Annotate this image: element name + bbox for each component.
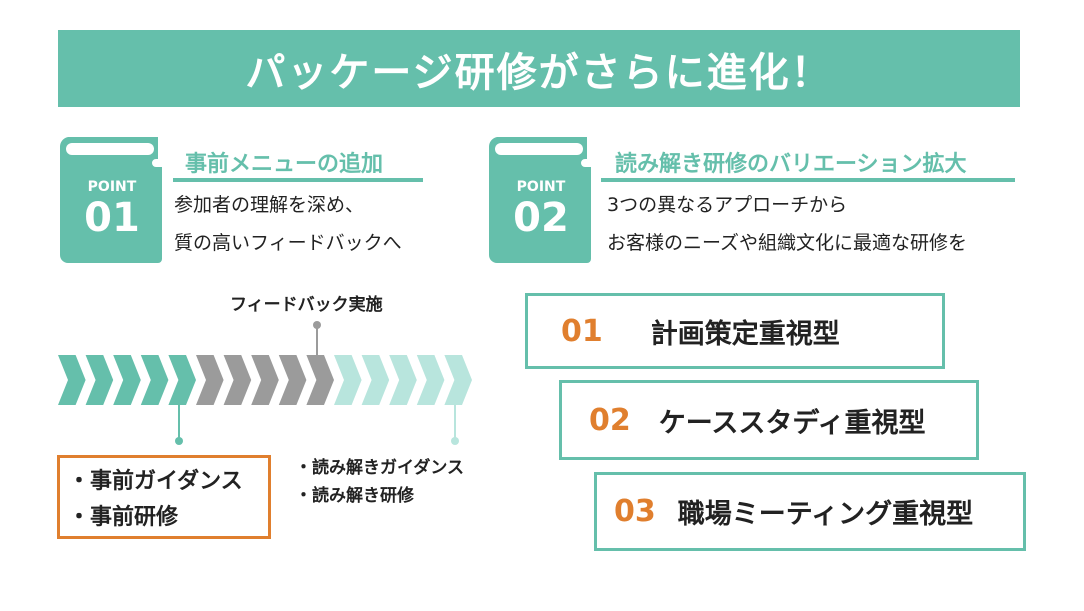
point-badge: POINT bbox=[87, 179, 137, 195]
pre-items-box: ・事前ガイダンス ・事前研修 bbox=[57, 455, 271, 539]
point-description: 3つの異なるアプローチから お客様のニーズや組織文化に最適な研修を bbox=[607, 186, 967, 262]
point-description: 参加者の理解を深め、 質の高いフィードバックへ bbox=[174, 186, 402, 262]
point-heading: 事前メニューの追加 bbox=[185, 152, 384, 177]
post-item: ・読み解き研修 bbox=[295, 486, 414, 506]
chevron-step bbox=[58, 355, 86, 405]
variation-card: 03 職場ミーティング重視型 bbox=[594, 472, 1026, 551]
chevron-step bbox=[389, 355, 417, 405]
chevron-timeline bbox=[58, 355, 472, 405]
marker-line bbox=[454, 404, 456, 440]
variation-card: 02 ケーススタディ重視型 bbox=[559, 380, 979, 460]
point-number: 02 bbox=[513, 195, 569, 241]
chevron-step bbox=[85, 355, 114, 405]
chevron-step bbox=[444, 355, 472, 405]
description-line: 参加者の理解を深め、 bbox=[174, 194, 365, 216]
chevron-step bbox=[278, 355, 307, 405]
pre-item: ・事前ガイダンス bbox=[68, 469, 243, 494]
marker-line bbox=[316, 325, 318, 356]
post-items: ・読み解きガイダンス ・読み解き研修 bbox=[295, 454, 464, 510]
feedback-label: フィードバック実施 bbox=[230, 295, 383, 315]
point-heading: 読み解き研修のバリエーション拡大 bbox=[615, 152, 967, 177]
title-banner: パッケージ研修がさらに進化！ bbox=[58, 30, 1020, 107]
chevron-step bbox=[223, 355, 252, 405]
variation-label: 計画策定重視型 bbox=[650, 318, 840, 350]
book-icon: POINT 02 bbox=[488, 137, 593, 263]
chevron-step bbox=[306, 355, 334, 405]
variation-number: 03 bbox=[614, 494, 656, 529]
chevron-step bbox=[334, 355, 362, 405]
variation-label: ケーススタディ重視型 bbox=[658, 407, 926, 439]
chevron-step bbox=[113, 355, 141, 405]
variation-label: 職場ミーティング重視型 bbox=[677, 499, 974, 530]
description-line: 3つの異なるアプローチから bbox=[607, 194, 848, 216]
heading-underline bbox=[173, 178, 423, 182]
chevron-step bbox=[416, 355, 445, 405]
chevron-step bbox=[196, 355, 224, 405]
marker-dot bbox=[451, 437, 459, 445]
post-item: ・読み解きガイダンス bbox=[295, 458, 464, 478]
book-icon: POINT 01 bbox=[59, 137, 164, 263]
description-line: お客様のニーズや組織文化に最適な研修を bbox=[607, 232, 968, 254]
chevron-step bbox=[251, 355, 279, 405]
chevron-step bbox=[140, 355, 169, 405]
pre-item: ・事前研修 bbox=[68, 505, 179, 530]
point-number: 01 bbox=[84, 195, 140, 241]
chevron-step bbox=[361, 355, 390, 405]
variation-number: 01 bbox=[561, 313, 603, 349]
variation-card: 01 計画策定重視型 bbox=[525, 293, 945, 369]
variation-number: 02 bbox=[589, 402, 631, 438]
description-line: 質の高いフィードバックへ bbox=[174, 232, 402, 254]
marker-dot bbox=[175, 437, 183, 445]
heading-underline bbox=[601, 178, 1015, 182]
point-badge: POINT bbox=[516, 179, 566, 195]
marker-line bbox=[178, 404, 180, 440]
chevron-step bbox=[168, 355, 196, 405]
